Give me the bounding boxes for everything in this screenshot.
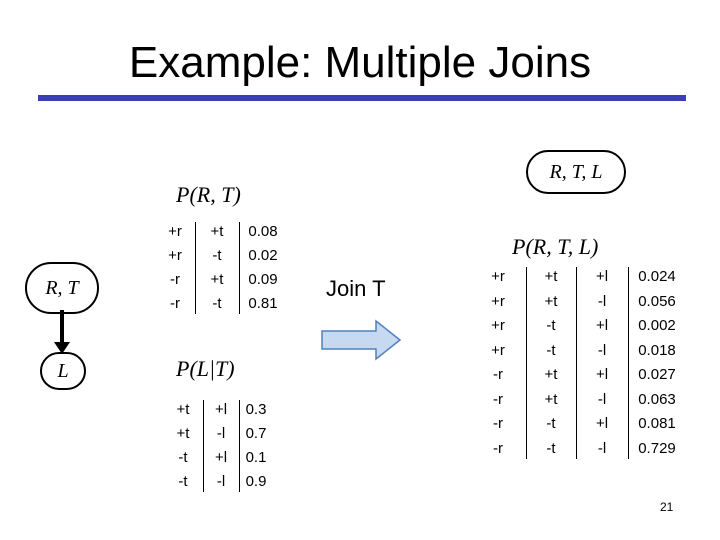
table-cell: -r [493,390,503,408]
table-cell: -t [178,449,188,466]
node-rt-label: R, T [45,277,79,299]
table-cell: 0.3 [245,401,267,418]
table-cell: -r [170,295,180,312]
table-cell: -t [546,317,556,334]
table-cell: 0.002 [638,317,676,334]
table-p-rt: +r +r -r -r +t -t +t -t 0.08 0.02 0.09 0.81 [155,220,287,316]
table-cell: 0.081 [638,415,676,432]
table-cell: -l [216,425,226,442]
table-cell: -r [493,439,503,457]
table-cell: -l [597,341,607,359]
table-cell: +t [210,271,224,288]
table-cell: 0.018 [638,341,676,359]
label-p-l-given-t: P(L|T) [176,356,235,381]
title-underline [38,95,686,101]
table-cell: -t [546,415,556,432]
node-l: L [40,352,86,390]
table-cell: 0.056 [638,292,676,310]
table-cell: -l [216,473,226,490]
table-cell: +l [214,449,228,466]
table-cell: 0.09 [248,271,278,288]
table-cell: +l [595,415,609,432]
join-arrow-icon [321,319,402,361]
page-number: 21 [660,500,674,514]
node-rt: R, T [25,262,99,314]
join-label: Join T [326,276,386,301]
table-cell: 0.08 [248,223,278,240]
table-cell: -r [170,271,180,288]
table-cell: +r [491,317,505,334]
table-cell: +t [210,223,224,240]
table-cell: -t [212,247,222,264]
table-column-divider [526,267,527,459]
table-cell: -t [546,439,556,457]
table-column-divider [628,267,629,459]
node-rtl: R, T, L [526,150,626,194]
table-cell: 0.024 [638,268,676,285]
table-cell: 0.729 [638,439,676,457]
table-cell: +t [176,425,190,442]
table-column-divider [239,222,240,314]
label-p-rtl: P(R, T, L) [512,234,599,259]
table-cell: -l [597,292,607,310]
table-cell: +r [491,292,505,310]
table-cell: +r [168,247,182,264]
label-p-rt: P(R, T) [176,182,241,207]
table-cell: -r [493,415,503,432]
table-cell: +l [595,317,609,334]
table-cell: +r [491,268,505,285]
table-cell: 0.81 [248,295,278,312]
table-column-divider [239,400,240,492]
table-column-divider [576,267,577,459]
table-cell: 0.02 [248,247,278,264]
table-cell: -r [493,366,503,383]
table-cell: 0.063 [638,390,676,408]
table-cell: -t [178,473,188,490]
table-cell: +r [491,341,505,359]
table-cell: +t [544,292,558,310]
table-cell: 0.7 [245,425,267,442]
table-cell: +t [544,268,558,285]
table-p-rtl: +r +r +r +r -r -r -r -r +t +t -t -t +t +t -t -t +l -l +l -l… [470,265,686,461]
table-cell: +l [214,401,228,418]
table-column-divider [203,400,204,492]
table-cell: +l [595,268,609,285]
table-cell: -t [546,341,556,359]
table-cell: 0.1 [245,449,267,466]
table-cell: +r [168,223,182,240]
slide-title: Example: Multiple Joins [128,38,592,87]
table-cell: 0.9 [245,473,267,490]
edge-rt-to-l [54,310,70,354]
table-p-l-given-t: +t +t -t -t +l -l +l -l 0.3 0.7 0.1 0.9 [163,398,273,494]
table-cell: +t [176,401,190,418]
table-cell: 0.027 [638,366,676,383]
table-cell: -l [597,439,607,457]
table-cell: +t [544,390,558,408]
table-column-divider [195,222,196,314]
table-cell: -l [597,390,607,408]
node-l-label: L [57,360,69,382]
table-cell: -t [212,295,222,312]
node-rtl-label: R, T, L [549,161,603,183]
table-cell: +t [544,366,558,383]
table-cell: +l [595,366,609,383]
